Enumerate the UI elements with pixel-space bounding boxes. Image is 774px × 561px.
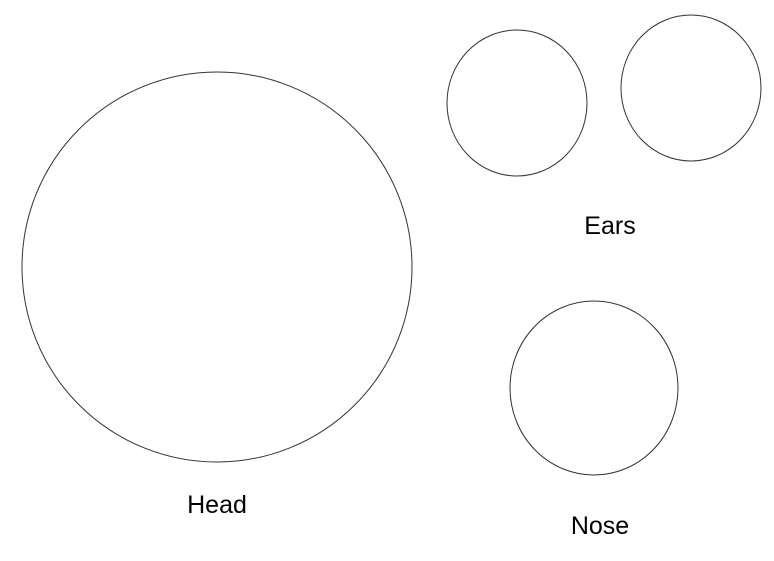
right-ear-circle [620,14,762,162]
nose-circle [509,300,679,476]
nose-label: Nose [571,512,629,540]
head-label: Head [187,491,247,519]
ears-label: Ears [584,212,635,240]
left-ear-circle [446,29,588,177]
head-circle [21,71,413,463]
